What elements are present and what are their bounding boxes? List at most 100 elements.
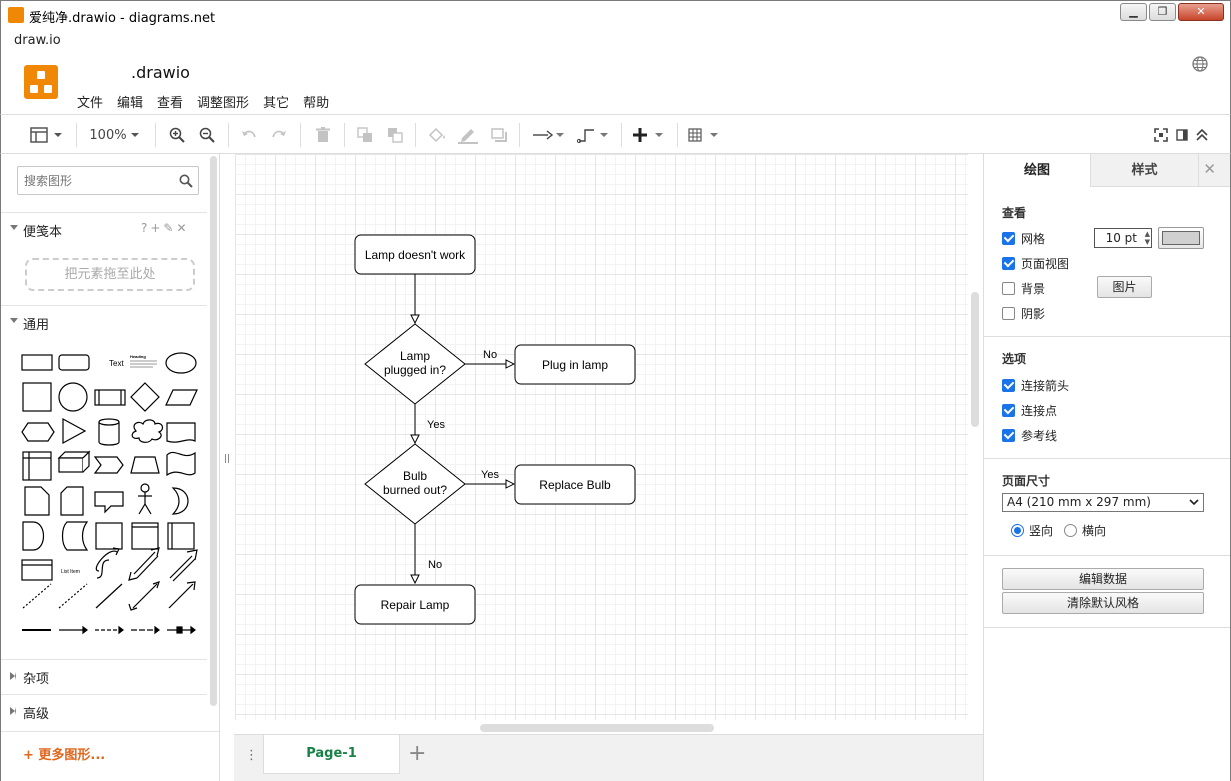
canvas-horizontal-scrollbar[interactable] (480, 724, 714, 732)
edge-label-yes-1: Yes (427, 419, 445, 431)
flowchart-diagram[interactable]: Lamp doesn't work Lamp plugged in? Plug … (235, 154, 968, 720)
sidebar-resize-handle[interactable]: || (224, 454, 231, 464)
insert-dropdown[interactable] (631, 125, 667, 145)
minimize-button[interactable]: ▁ (1120, 3, 1147, 21)
redo-button[interactable] (269, 125, 289, 145)
node-plugged-label-2: plugged in? (384, 363, 446, 377)
node-plugged-decision[interactable] (364, 323, 466, 405)
to-front-button[interactable] (355, 125, 375, 145)
connection-points-checkbox-box[interactable] (1002, 404, 1015, 417)
background-image-button[interactable]: 图片 (1097, 276, 1152, 298)
diagram-canvas[interactable]: Lamp doesn't work Lamp plugged in? Plug … (235, 154, 968, 720)
connection-arrows-checkbox-box[interactable] (1002, 379, 1015, 392)
menu-arrange[interactable]: 调整图形 (197, 96, 250, 111)
shadow-label: 阴影 (1021, 307, 1046, 321)
grid-size-input[interactable]: 10 pt ▲▼ (1094, 228, 1152, 248)
view-panels-button[interactable] (28, 125, 66, 145)
chevron-down-icon (130, 133, 139, 137)
pages-menu-icon[interactable]: ⋮ (245, 748, 258, 763)
node-start[interactable] (354, 234, 476, 275)
more-shapes-button[interactable]: + 更多图形... (23, 744, 105, 763)
double-chevron-up-icon (1196, 129, 1208, 141)
general-shapes-palette[interactable]: Text Heading List Item (17, 346, 203, 646)
close-panel-icon[interactable]: ✕ (1203, 160, 1216, 178)
fullscreen-button[interactable] (1152, 125, 1170, 145)
general-section[interactable]: 通用 (1, 305, 207, 337)
misc-section[interactable]: 杂项 (1, 659, 207, 691)
canvas-vertical-scrollbar[interactable] (971, 292, 979, 427)
zoom-in-button[interactable] (167, 125, 187, 145)
maximize-button[interactable]: ❐ (1149, 3, 1176, 21)
background-checkbox[interactable]: 背景 (1002, 280, 1045, 297)
connection-style-dropdown[interactable] (531, 125, 567, 145)
menu-file[interactable]: 文件 (77, 96, 104, 111)
sidebar-scrollbar[interactable] (210, 156, 217, 706)
grid-checkbox-box[interactable] (1002, 232, 1015, 245)
tab-diagram[interactable]: 绘图 (984, 154, 1090, 187)
shape-search-input[interactable] (17, 166, 199, 195)
undo-button[interactable] (239, 125, 259, 145)
page-view-checkbox-box[interactable] (1002, 257, 1015, 270)
node-replace[interactable] (514, 464, 636, 505)
drawio-menu[interactable]: draw.io (14, 33, 61, 48)
language-globe-icon[interactable] (1192, 56, 1208, 72)
stepper-arrows-icon[interactable]: ▲▼ (1144, 230, 1150, 246)
connection-points-checkbox[interactable]: 连接点 (1002, 402, 1057, 419)
diagram-area: || Lamp (220, 154, 983, 734)
waypoints-dropdown[interactable] (575, 125, 611, 145)
advanced-section[interactable]: 高级 (1, 694, 207, 726)
portrait-radio-dot[interactable] (1011, 524, 1024, 537)
menu-edit[interactable]: 编辑 (117, 96, 144, 111)
line-color-button[interactable] (457, 125, 479, 145)
menu-extras[interactable]: 其它 (263, 96, 290, 111)
options-heading: 选项 (1002, 352, 1027, 366)
connection-arrows-checkbox[interactable]: 连接箭头 (1002, 377, 1069, 394)
edit-data-button[interactable]: 编辑数据 (1002, 568, 1204, 590)
clear-default-style-button[interactable]: 清除默认风格 (1002, 592, 1204, 614)
connection-points-label: 连接点 (1021, 404, 1058, 418)
misc-title: 杂项 (23, 672, 50, 687)
page-size-select[interactable]: A4 (210 mm x 297 mm) (1002, 493, 1204, 512)
page-view-checkbox[interactable]: 页面视图 (1002, 255, 1069, 272)
arrow-right-icon (533, 130, 564, 140)
portrait-radio[interactable]: 竖向 (1011, 522, 1053, 539)
node-burned-decision[interactable] (364, 443, 466, 525)
guides-checkbox[interactable]: 参考线 (1002, 427, 1057, 444)
scratchpad-tools[interactable]: ?+✎✕ (141, 221, 190, 235)
shadow-checkbox[interactable]: 阴影 (1002, 305, 1045, 322)
format-panel-button[interactable] (1173, 125, 1191, 145)
node-plugged-label-1: Lamp (400, 349, 430, 363)
document-name[interactable]: .drawio (131, 63, 190, 82)
table-dropdown[interactable] (687, 125, 723, 145)
search-icon[interactable] (179, 174, 193, 188)
delete-button[interactable] (313, 125, 333, 145)
fill-color-button[interactable] (427, 125, 447, 145)
collapse-toolbar-button[interactable] (1193, 125, 1211, 145)
to-back-button[interactable] (385, 125, 405, 145)
background-checkbox-box[interactable] (1002, 282, 1015, 295)
menu-view[interactable]: 查看 (157, 96, 184, 111)
shadow-checkbox-box[interactable] (1002, 307, 1015, 320)
close-button[interactable]: ✕ (1178, 3, 1224, 21)
zoom-dropdown[interactable]: 100% (85, 125, 145, 145)
scratchpad-section[interactable]: 便笺本 ?+✎✕ (1, 212, 207, 244)
zoom-value: 100% (89, 127, 127, 143)
node-plug-in[interactable] (514, 344, 636, 385)
scratchpad-dropzone[interactable]: 把元素拖至此处 (25, 258, 195, 291)
tab-style[interactable]: 样式 (1090, 154, 1198, 187)
guides-checkbox-box[interactable] (1002, 429, 1015, 442)
landscape-radio[interactable]: 横向 (1064, 522, 1106, 539)
add-page-button[interactable]: + (408, 741, 427, 766)
menu-help[interactable]: 帮助 (303, 96, 330, 111)
grid-color-button[interactable] (1158, 227, 1204, 249)
landscape-radio-dot[interactable] (1064, 524, 1077, 537)
page-tab-1[interactable]: Page-1 (263, 735, 400, 774)
edge-label-yes-2: Yes (481, 469, 499, 481)
node-repair[interactable] (354, 584, 476, 625)
zoom-out-button[interactable] (197, 125, 217, 145)
grid-checkbox[interactable]: 网格 (1002, 230, 1045, 247)
collapse-triangle-icon (10, 318, 18, 323)
shadow-icon (491, 128, 507, 142)
shadow-button[interactable] (489, 125, 509, 145)
more-shapes-label: 更多图形... (38, 748, 106, 763)
